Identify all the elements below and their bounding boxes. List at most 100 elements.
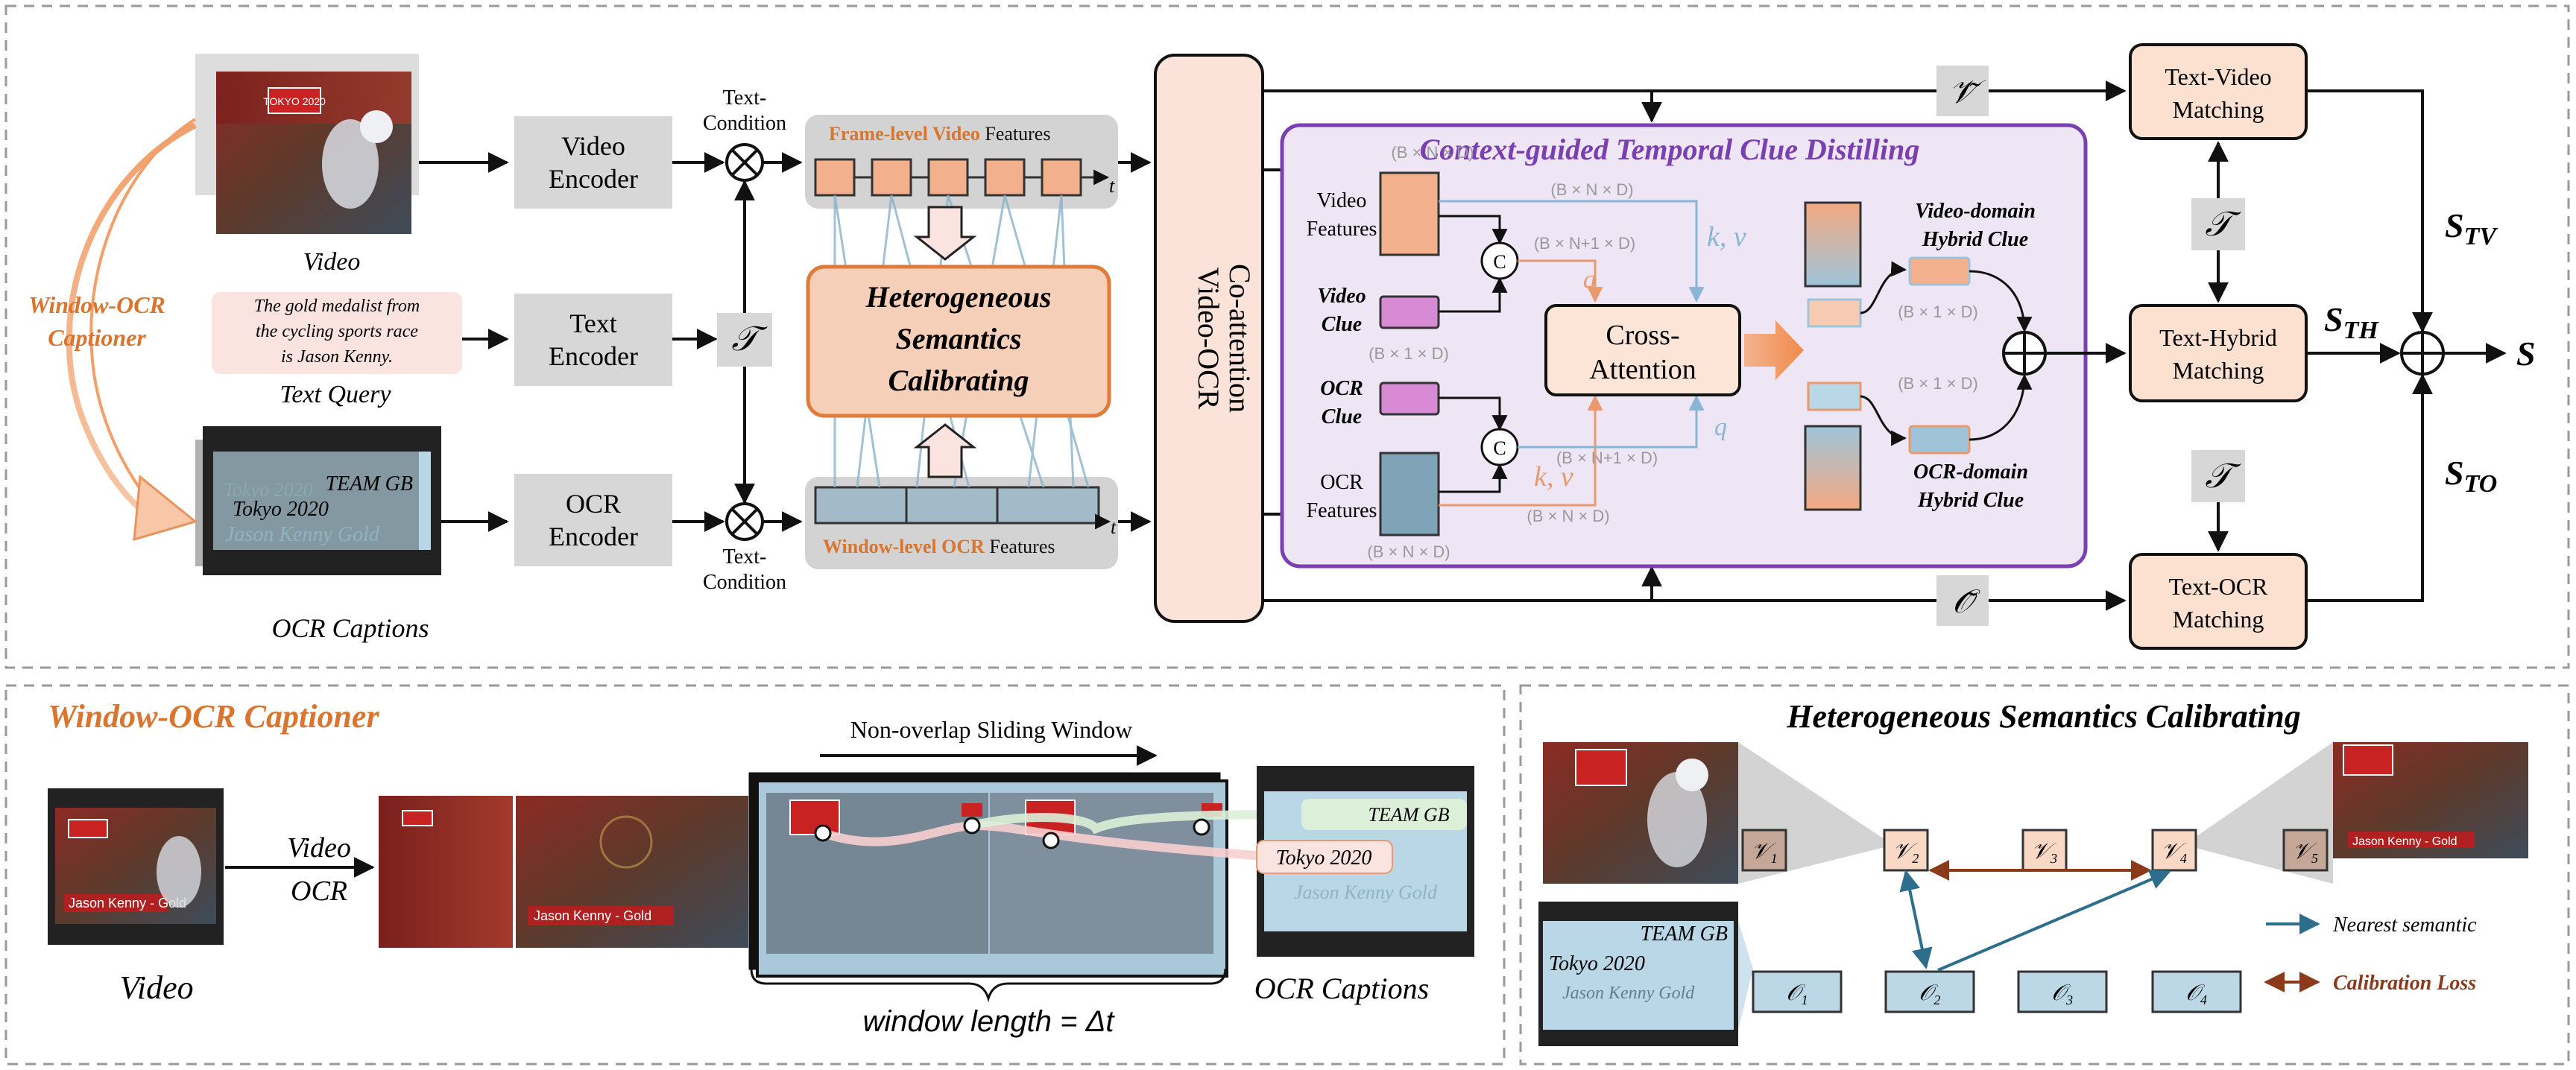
video-features-label-1: Video [1317, 189, 1367, 212]
svg-text:𝒱₃: 𝒱₃ [2031, 839, 2057, 864]
dim-bn1d-bottom: (B × N+1 × D) [1556, 449, 1658, 467]
video-encoder-box: Video Encoder [514, 116, 672, 209]
video-domain-column [1804, 201, 1862, 288]
v-node-1: 𝒱₁ [1741, 829, 1787, 872]
t-condition-box: 𝒯 [717, 313, 772, 367]
ocr-features-label-2: Features [1307, 499, 1377, 522]
ocr-clue-label-2: Clue [1322, 405, 1362, 428]
svg-text:Jason Kenny Gold: Jason Kenny Gold [1294, 881, 1438, 903]
o-node-4: 𝒪₄ [2151, 970, 2242, 1013]
frame-feature-4 [984, 158, 1026, 197]
kv-top: k, v [1707, 221, 1746, 253]
svg-text:Frame-level Video Features: Frame-level Video Features [829, 123, 1050, 145]
query-line-3: is Jason Kenny. [281, 347, 393, 367]
text-video-matching-box: Text-Video Matching [2129, 43, 2308, 140]
captioner-label-2: Captioner [48, 324, 146, 351]
bl-ocr-captions: OCR Captions [1254, 972, 1429, 1005]
svg-text:Matching: Matching [2173, 96, 2264, 123]
tokyo-logo-icon [268, 87, 321, 114]
film-tokyo-ghost: Tokyo 2020 [224, 479, 313, 501]
video-label: Video [303, 248, 361, 276]
tokyo-logo-icon [2343, 744, 2393, 776]
svg-text:t: t [1111, 516, 1117, 538]
svg-text:Encoder: Encoder [549, 164, 638, 194]
svg-text:TOKYO 2020: TOKYO 2020 [263, 95, 326, 107]
otimes-top-icon [725, 143, 764, 182]
svg-text:Text: Text [569, 308, 616, 338]
dim-video-clue: (B × 1 × D) [1368, 344, 1449, 363]
ocr-hybrid-label-2: Hybrid Clue [1917, 489, 2024, 512]
text-query-box: The gold medalist from the cycling sport… [212, 292, 462, 374]
svg-text:TEAM GB: TEAM GB [1641, 922, 1728, 946]
frame-feature-5 [1041, 158, 1082, 197]
text-condition-bottom-1: Text- [723, 545, 767, 569]
ocr-hybrid-label-1: OCR-domain [1913, 460, 2028, 484]
text-condition-bottom-2: Condition [703, 571, 786, 594]
video-hybrid-block [1908, 256, 1971, 286]
video-hybrid-label-2: Hybrid Clue [1922, 228, 2028, 251]
svg-text:Heterogeneous: Heterogeneous [865, 280, 1052, 314]
o-node-3: 𝒪₃ [2017, 970, 2108, 1013]
window-level-features: t Window-level OCR Features [805, 477, 1118, 569]
ocr-domain-column [1804, 425, 1862, 511]
svg-text:Jason Kenny Gold: Jason Kenny Gold [1562, 984, 1695, 1003]
svg-text:𝒱₂: 𝒱₂ [1892, 839, 1919, 864]
svg-text:Attention: Attention [1589, 354, 1696, 385]
br-ocr-film: TEAM GB Tokyo 2020 Jason Kenny Gold [1538, 902, 1738, 1046]
text-condition-top-1: Text- [723, 86, 767, 110]
legend-loss-text: Calibration Loss [2333, 972, 2476, 995]
t-box-lower: 𝒯 [2191, 450, 2245, 502]
svg-text:Tokyo 2020: Tokyo 2020 [1276, 846, 1372, 870]
query-line-2: the cycling sports race [256, 322, 418, 341]
svg-text:Text-OCR: Text-OCR [2169, 573, 2269, 600]
q-top: q [1583, 266, 1596, 294]
v-node-3: 𝒱₃ [2021, 829, 2068, 872]
video-features-block [1379, 171, 1440, 256]
nearest-link-1 [1899, 870, 1933, 969]
svg-text:t: t [1109, 175, 1115, 197]
frame-feature-2 [871, 158, 912, 197]
bl-title: Window-OCR Captioner [48, 698, 379, 735]
svg-text:Text-Video: Text-Video [2165, 63, 2271, 90]
q-bottom: q [1714, 414, 1727, 441]
hsc-box: Heterogeneous Semantics Calibrating [806, 265, 1111, 418]
legend-nearest-text: Nearest semantic [2332, 914, 2477, 937]
captioner-curved-arrow [66, 118, 198, 542]
ocr-encoder-box: OCR Encoder [514, 474, 672, 566]
ocr-features-label-1: OCR [1320, 471, 1363, 494]
nearest-link-2 [1937, 869, 2171, 972]
svg-text:Window-level OCR Features: Window-level OCR Features [823, 536, 1055, 557]
video-ocr-label-1: Video [287, 832, 351, 864]
br-title: Heterogeneous Semantics Calibrating [1786, 698, 2300, 735]
dim-video-feat: (B × N × D) [1391, 143, 1474, 162]
svg-text:Semantics: Semantics [896, 322, 1022, 355]
kv-bottom: k, v [1534, 461, 1573, 493]
frame-feature-3 [927, 158, 969, 197]
frame-level-features: Frame-level Video Features t [805, 115, 1118, 209]
o-node-1: 𝒪₁ [1752, 970, 1843, 1013]
dim-bn1d-top: (B × N+1 × D) [1534, 234, 1635, 253]
dim-right-1: (B × 1 × D) [1898, 303, 1978, 321]
cyclist-helmet [360, 110, 393, 143]
bl-video-film: Jason Kenny - Gold [48, 788, 224, 945]
svg-text:C: C [1493, 437, 1506, 459]
film-tokyo: Tokyo 2020 [233, 498, 329, 521]
dim-top-right: (B × N × D) [1550, 180, 1633, 199]
tokyo-logo-icon [68, 819, 108, 838]
ocr-captions-label: OCR Captions [271, 613, 429, 643]
video-ocr-label-2: OCR [291, 876, 347, 907]
cyclist-figure [322, 119, 379, 209]
svg-text:Co-attention: Co-attention [1223, 264, 1257, 413]
svg-text:Text-Hybrid: Text-Hybrid [2159, 324, 2277, 351]
input-video-thumbnail: TOKYO 2020 [195, 54, 419, 234]
br-video-frame-left [1543, 742, 1738, 884]
text-query-label: Text Query [280, 381, 392, 408]
ocr-clue-label-1: OCR [1320, 377, 1363, 400]
bottom-right-panel-border [1519, 684, 2570, 1066]
score-th: STH [2324, 300, 2379, 344]
dim-bnd-mid: (B × N × D) [1527, 507, 1609, 525]
dim-right-2: (B × 1 × D) [1898, 374, 1978, 393]
v-node-4: 𝒱₄ [2151, 829, 2197, 872]
svg-text:Cross-: Cross- [1606, 320, 1679, 351]
